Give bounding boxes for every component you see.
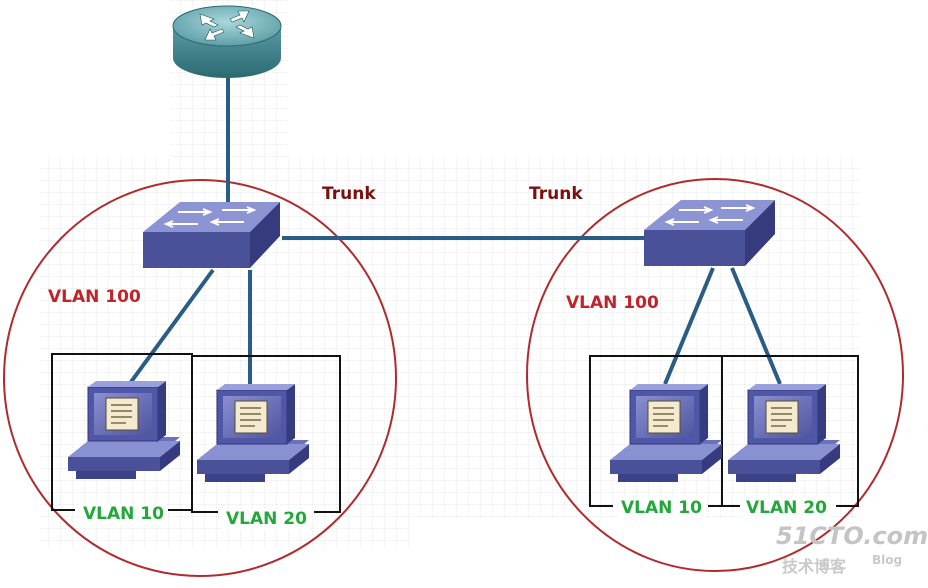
vlan20-label-left: VLAN 20: [223, 509, 310, 529]
vlan10-box-left: [51, 353, 193, 511]
vlan100-circle-left: [3, 179, 397, 577]
watermark-blog: Blog: [872, 553, 903, 567]
computer-icon[interactable]: [68, 381, 180, 479]
switch-icon[interactable]: [644, 200, 775, 266]
vlan20-label-right: VLAN 20: [743, 498, 830, 518]
vlan10-box-right: [589, 355, 723, 507]
computer-icon[interactable]: [728, 384, 840, 482]
vlan10-label-right: VLAN 10: [618, 498, 705, 518]
router-icon[interactable]: [172, 5, 282, 78]
link-right-vlan20: [730, 267, 782, 385]
watermark-site: 51CTO.com: [776, 522, 928, 550]
link-left-vlan10: [126, 268, 215, 388]
computer-icon[interactable]: [610, 384, 722, 482]
vlan100-circle-right: [526, 178, 904, 572]
watermark-tagline: 技术博客: [782, 557, 847, 576]
vlan20-box-left: [191, 355, 341, 513]
links: [126, 78, 782, 388]
link-right-vlan10: [663, 267, 715, 385]
computer-icon[interactable]: [197, 384, 309, 482]
vlan20-box-right: [721, 355, 859, 507]
trunk-label-right: Trunk: [529, 184, 583, 204]
vlan100-label-right: VLAN 100: [566, 293, 659, 313]
vlan10-label-left: VLAN 10: [80, 504, 167, 524]
vlan100-label-left: VLAN 100: [48, 287, 141, 307]
trunk-label-left: Trunk: [322, 184, 376, 204]
switch-icon[interactable]: [143, 202, 280, 268]
